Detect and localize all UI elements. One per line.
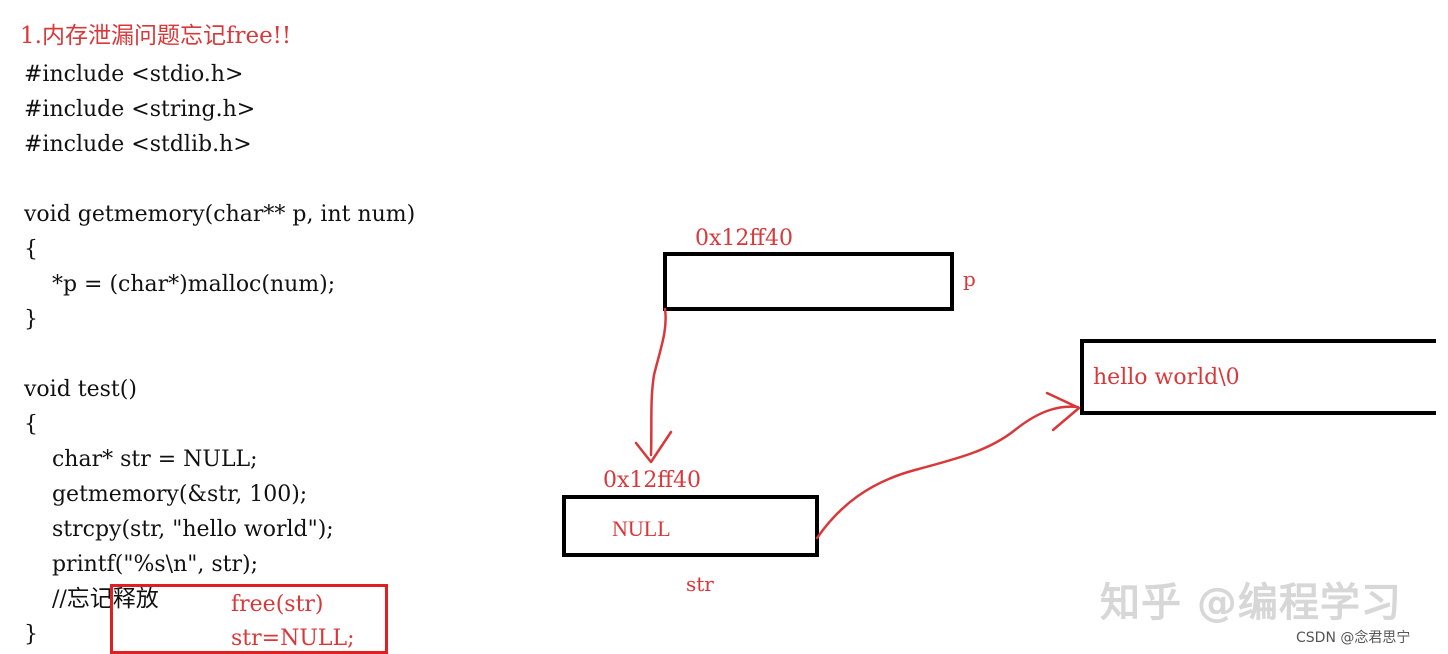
code-line: getmemory(&str, 100); [24, 482, 308, 507]
arrowhead-p-to-str [634, 430, 673, 464]
heap-value: hello world\0 [1093, 365, 1240, 390]
fix-line-null: str=NULL; [231, 626, 355, 651]
credit-label: CSDN @念君思宁 [1296, 630, 1411, 646]
str-value: NULL [612, 516, 671, 541]
code-line: } [24, 307, 38, 332]
code-line: printf("%s\n", str); [24, 552, 258, 577]
str-address-label: 0x12ff40 [603, 468, 702, 493]
code-line: char* str = NULL; [24, 447, 258, 472]
code-line: { [24, 237, 38, 262]
comment-slashes: // [24, 587, 67, 612]
code-line: void getmemory(char** p, int num) [24, 202, 416, 227]
fix-highlight-box [110, 584, 388, 654]
p-memory-box [663, 252, 954, 311]
code-line: strcpy(str, "hello world"); [24, 517, 334, 542]
str-var-label: str [686, 572, 714, 596]
arrow-str-to-heap [815, 405, 1080, 540]
code-line: } [24, 622, 38, 647]
heap-memory-box [1080, 339, 1436, 415]
arrowhead-str-to-heap [1045, 391, 1081, 432]
p-var-label: p [963, 267, 976, 291]
code-line: #include <string.h> [24, 97, 256, 122]
page-title: 1.内存泄漏问题忘记free!! [20, 23, 292, 49]
code-listing: #include <stdio.h> #include <string.h> #in… [24, 57, 415, 652]
fix-line-free: free(str) [231, 592, 324, 617]
arrow-p-to-str [649, 307, 667, 457]
code-line: #include <stdlib.h> [24, 132, 252, 157]
p-address-label: 0x12ff40 [695, 226, 794, 251]
str-memory-box [562, 495, 819, 557]
code-line: *p = (char*)malloc(num); [24, 272, 336, 297]
code-line: void test() [24, 377, 137, 402]
code-line: { [24, 412, 38, 437]
watermark: 知乎 @编程学习 [1100, 580, 1402, 626]
code-line: #include <stdio.h> [24, 62, 244, 87]
